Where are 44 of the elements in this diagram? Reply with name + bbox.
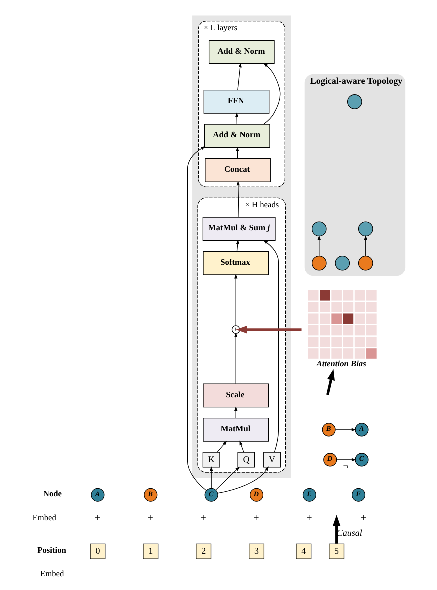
node-box: Q: [237, 452, 255, 468]
node-box: 5: [328, 544, 344, 560]
label: +: [200, 512, 206, 524]
node-circle: [311, 222, 326, 237]
arrow: [186, 146, 206, 492]
label: +: [360, 512, 366, 524]
arrow: [262, 240, 279, 453]
edge-label: Causal: [336, 528, 362, 538]
arrow: [234, 332, 238, 384]
label: +: [147, 512, 153, 524]
node-box: K: [202, 452, 220, 468]
arrow: [326, 369, 334, 396]
arrow: [317, 235, 320, 256]
arrow: [215, 466, 240, 490]
arrow: [236, 181, 240, 218]
arrow: [364, 235, 367, 256]
arrow: [236, 326, 302, 334]
node-circle: [358, 222, 373, 237]
node-box: 0: [90, 544, 106, 560]
node-box: 2: [196, 544, 212, 560]
node-box: 4: [296, 544, 312, 560]
label: +: [253, 512, 259, 524]
node-circle: [311, 256, 326, 271]
arrow: [234, 274, 238, 326]
label: +: [94, 512, 100, 524]
arrow: [239, 440, 244, 453]
node-circle: [358, 256, 373, 271]
arrow: [334, 428, 356, 432]
arrow: [210, 466, 213, 489]
cluster: Logical-aware Topology: [304, 74, 406, 276]
node-box: 1: [142, 544, 158, 560]
node-circle: [346, 94, 362, 110]
node-box: 3: [248, 544, 264, 560]
edge-label: ¬: [342, 461, 348, 472]
node-box: V: [263, 452, 280, 468]
arrow: [332, 515, 340, 544]
node-circle: [334, 256, 350, 271]
arrow: [217, 466, 269, 494]
arrow: [216, 440, 227, 453]
arrow: [336, 458, 356, 462]
arrow: [262, 63, 280, 125]
arrow: [237, 63, 242, 91]
cluster: [192, 16, 291, 478]
label: +: [306, 512, 312, 524]
